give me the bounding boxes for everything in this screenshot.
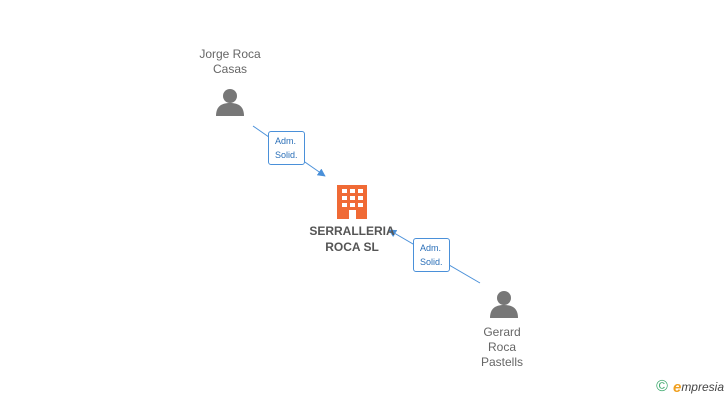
relation-label-adm-solid: Adm. Solid. bbox=[268, 131, 305, 165]
person-icon[interactable] bbox=[216, 89, 244, 116]
relation-label-line: Adm. bbox=[275, 136, 297, 146]
relation-label-adm-solid: Adm. Solid. bbox=[413, 238, 450, 272]
copyright-icon: © bbox=[656, 378, 668, 395]
building-icon[interactable] bbox=[337, 185, 367, 219]
person-name-line: Roca bbox=[487, 340, 516, 354]
person-name-gerard-roca-pastells[interactable]: Gerard Roca Pastells bbox=[462, 325, 542, 370]
brand-name: mpresia bbox=[681, 380, 724, 394]
person-name-jorge-roca-casas[interactable]: Jorge Roca Casas bbox=[180, 47, 280, 77]
company-name-serralleria-roca-sl[interactable]: SERRALLERIA ROCA SL bbox=[294, 223, 410, 255]
empresia-watermark: © e mpresia bbox=[656, 378, 724, 396]
person-name-line: Pastells bbox=[480, 355, 524, 369]
relation-label-line: Adm. bbox=[420, 243, 442, 253]
relation-label-line: Solid. bbox=[420, 257, 443, 267]
person-name-line: Casas bbox=[212, 62, 247, 76]
person-icon[interactable] bbox=[490, 291, 518, 318]
company-name-line: SERRALLERIA bbox=[309, 224, 395, 238]
relation-label-line: Solid. bbox=[275, 150, 298, 160]
person-name-line: Jorge Roca bbox=[199, 47, 261, 61]
company-name-line: ROCA SL bbox=[325, 240, 379, 254]
person-name-line: Gerard bbox=[483, 325, 521, 339]
brand-initial: e bbox=[672, 378, 682, 396]
